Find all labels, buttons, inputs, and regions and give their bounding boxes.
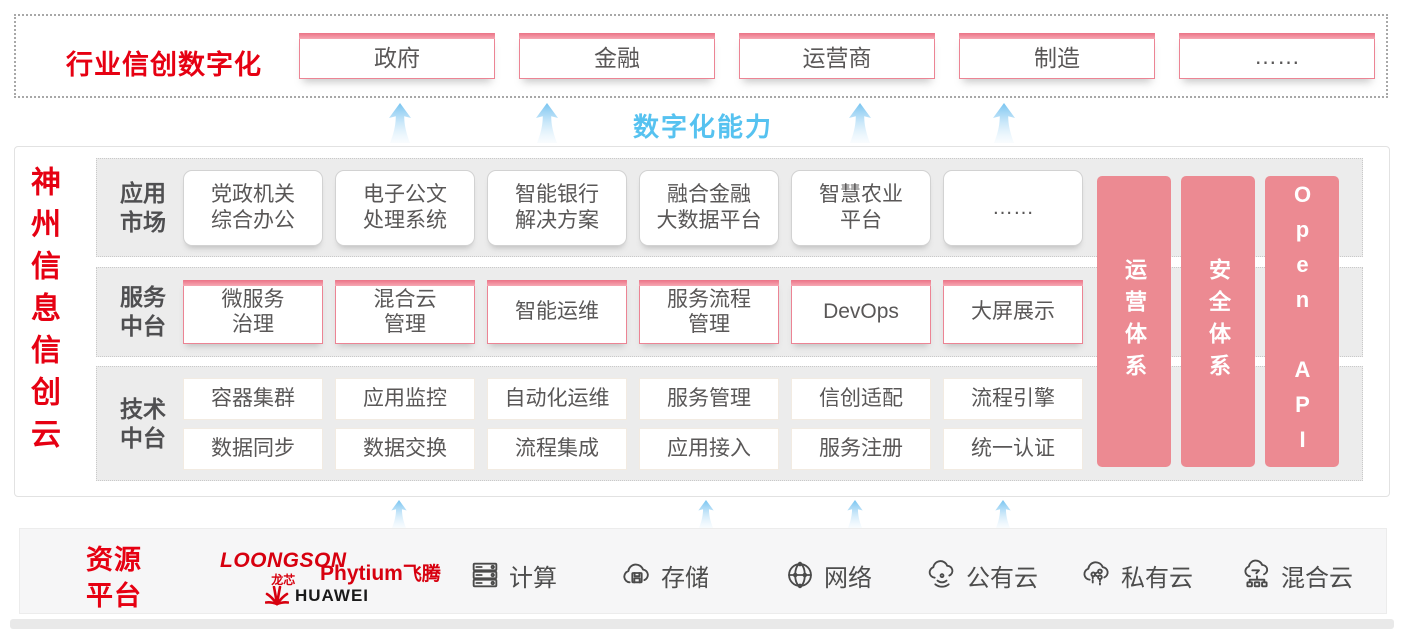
huawei-flower-icon xyxy=(265,586,289,606)
row-boxes: 微服务 治理 混合云 管理 智能运维 服务流程 管理 DevOps 大屏展示 xyxy=(183,280,1083,344)
phytium-logo: Phytium飞腾 xyxy=(320,562,441,585)
bottom-divider xyxy=(10,619,1394,629)
pillar-open-api: Open API xyxy=(1265,176,1339,467)
tech-box: 自动化运维 xyxy=(487,377,627,420)
industry-item-finance: 金融 xyxy=(519,33,715,79)
industry-item-manufacturing: 制造 xyxy=(959,33,1155,79)
app-box: 融合金融 大数据平台 xyxy=(639,169,779,246)
up-arrow-icon xyxy=(391,500,407,528)
up-arrow-icon xyxy=(536,103,558,143)
up-arrow-icon xyxy=(698,500,714,528)
resource-item-storage: 存储 xyxy=(621,557,709,593)
row-label: 应用 市场 xyxy=(120,179,166,235)
tech-box: 应用接入 xyxy=(639,427,779,470)
storage-icon xyxy=(623,563,649,584)
network-icon xyxy=(788,561,812,589)
service-box: 混合云 管理 xyxy=(335,280,475,344)
pillar-security-system: 安全体系 xyxy=(1181,176,1255,467)
hybrid-cloud-icon xyxy=(1244,559,1269,588)
industry-item-more: …… xyxy=(1179,33,1375,79)
industry-item-government: 政府 xyxy=(299,33,495,79)
resource-item-network: 网络 xyxy=(784,557,872,593)
public-cloud-icon xyxy=(928,560,954,588)
resource-platform: 资源 平台 LOONGSON 龙芯 Phytium飞腾 HUAWEI 计算 xyxy=(19,528,1387,614)
app-box: 电子公文 处理系统 xyxy=(335,169,475,246)
tech-box: 数据同步 xyxy=(183,427,323,470)
tech-box: 信创适配 xyxy=(791,377,931,420)
industry-items: 政府 金融 运营商 制造 …… xyxy=(299,33,1375,79)
pillar-operation-system: 运营体系 xyxy=(1097,176,1171,467)
tech-box: 统一认证 xyxy=(943,427,1083,470)
tech-box: 服务管理 xyxy=(639,377,779,420)
resource-title: 资源 平台 xyxy=(86,545,142,612)
service-box: DevOps xyxy=(791,280,931,344)
row-app-market: 应用 市场 党政机关 综合办公 电子公文 处理系统 智能银行 解决方案 融合金融… xyxy=(96,158,1363,257)
row-tech-platform: 技术 中台 容器集群 应用监控 自动化运维 服务管理 信创适配 流程引擎 数据同… xyxy=(96,366,1363,481)
platform-vertical-title: 神州信息信创云 xyxy=(26,166,59,460)
service-box: 服务流程 管理 xyxy=(639,280,779,344)
industry-band-title: 行业信创数字化 xyxy=(66,50,262,80)
row-label: 服务 中台 xyxy=(120,284,166,339)
row-boxes: 党政机关 综合办公 电子公文 处理系统 智能银行 解决方案 融合金融 大数据平台… xyxy=(183,169,1083,246)
private-cloud-icon xyxy=(1083,561,1109,586)
service-box: 大屏展示 xyxy=(943,280,1083,344)
resource-item-private-cloud: 私有云 xyxy=(1081,557,1193,593)
up-arrow-icon xyxy=(993,103,1015,143)
compute-icon xyxy=(472,562,498,588)
up-arrow-icon xyxy=(995,500,1011,528)
row-service-platform: 服务 中台 微服务 治理 混合云 管理 智能运维 服务流程 管理 DevOps … xyxy=(96,267,1363,357)
row-label: 技术 中台 xyxy=(120,395,166,451)
tech-box: 容器集群 xyxy=(183,377,323,420)
resource-item-hybrid-cloud: 混合云 xyxy=(1241,557,1353,593)
up-arrow-icon xyxy=(849,103,871,143)
row-boxes: 容器集群 应用监控 自动化运维 服务管理 信创适配 流程引擎 数据同步 数据交换… xyxy=(183,377,1083,470)
huawei-logo: HUAWEI xyxy=(265,586,369,606)
tech-box: 流程引擎 xyxy=(943,377,1083,420)
tech-box: 应用监控 xyxy=(335,377,475,420)
app-box: 党政机关 综合办公 xyxy=(183,169,323,246)
tech-box: 数据交换 xyxy=(335,427,475,470)
loongson-logo: LOONGSON 龙芯 xyxy=(220,549,347,587)
app-box: 智慧农业 平台 xyxy=(791,169,931,246)
up-arrow-icon xyxy=(847,500,863,528)
resource-item-compute: 计算 xyxy=(469,557,557,593)
app-box: 智能银行 解决方案 xyxy=(487,169,627,246)
up-arrow-icon xyxy=(389,103,411,143)
app-box-more: …… xyxy=(943,169,1083,246)
service-box: 微服务 治理 xyxy=(183,280,323,344)
service-box: 智能运维 xyxy=(487,280,627,344)
industry-band: 行业信创数字化 政府 金融 运营商 制造 …… xyxy=(14,14,1388,98)
tech-box: 流程集成 xyxy=(487,427,627,470)
industry-item-telecom: 运营商 xyxy=(739,33,935,79)
capability-label: 数字化能力 xyxy=(633,112,774,142)
resource-item-public-cloud: 公有云 xyxy=(926,557,1038,593)
tech-box: 服务注册 xyxy=(791,427,931,470)
